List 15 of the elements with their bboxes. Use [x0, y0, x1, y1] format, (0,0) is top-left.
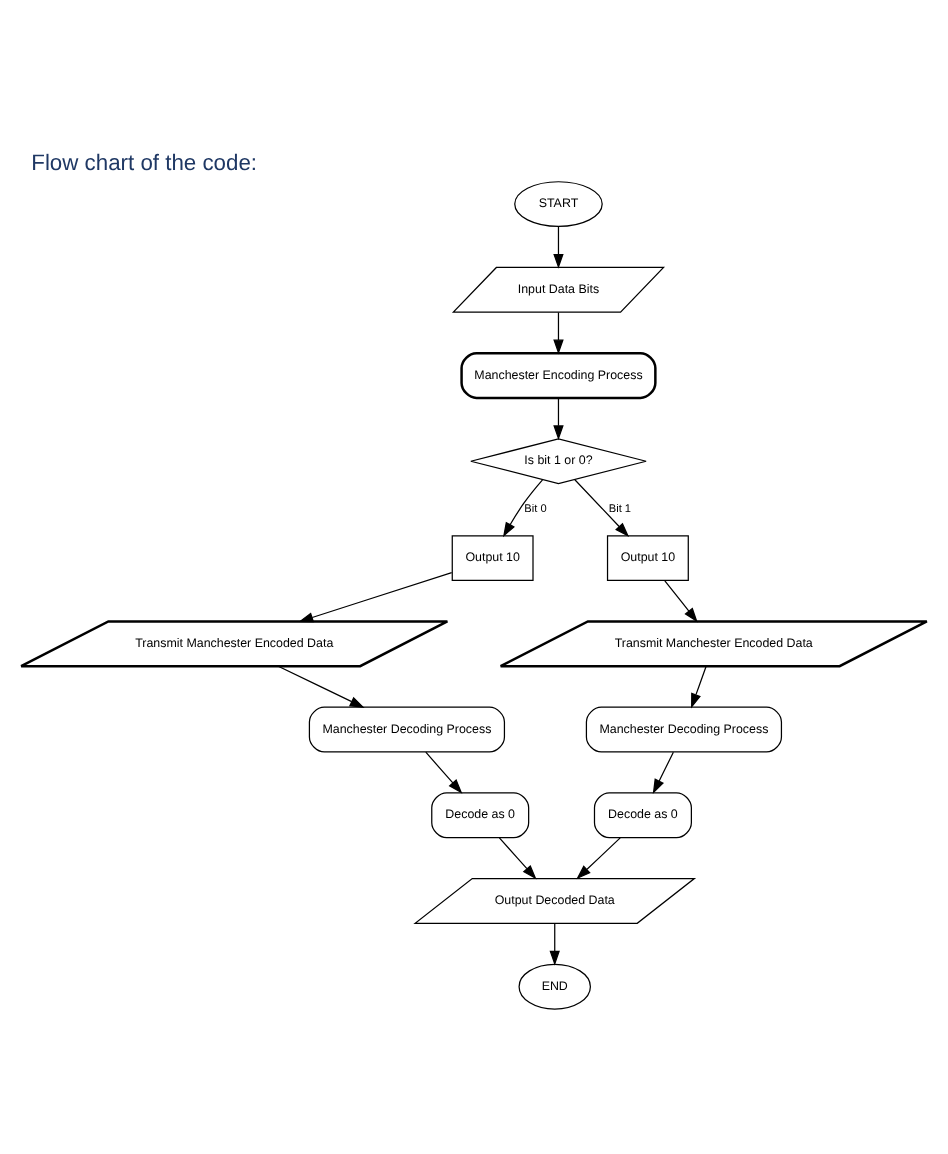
arrow	[277, 664, 365, 707]
arrow	[691, 664, 707, 708]
arrow	[574, 478, 630, 537]
arrow	[652, 750, 674, 794]
arrow	[298, 570, 453, 622]
diagram-title: Flow chart of the code:	[31, 150, 258, 175]
arrow	[576, 836, 621, 879]
arrow	[498, 836, 537, 879]
arrow	[425, 750, 463, 793]
arrow	[502, 478, 544, 537]
arrow	[553, 396, 564, 440]
arrow	[553, 225, 564, 268]
arrow	[549, 922, 560, 965]
arrow	[553, 310, 564, 354]
arrow	[664, 579, 698, 622]
